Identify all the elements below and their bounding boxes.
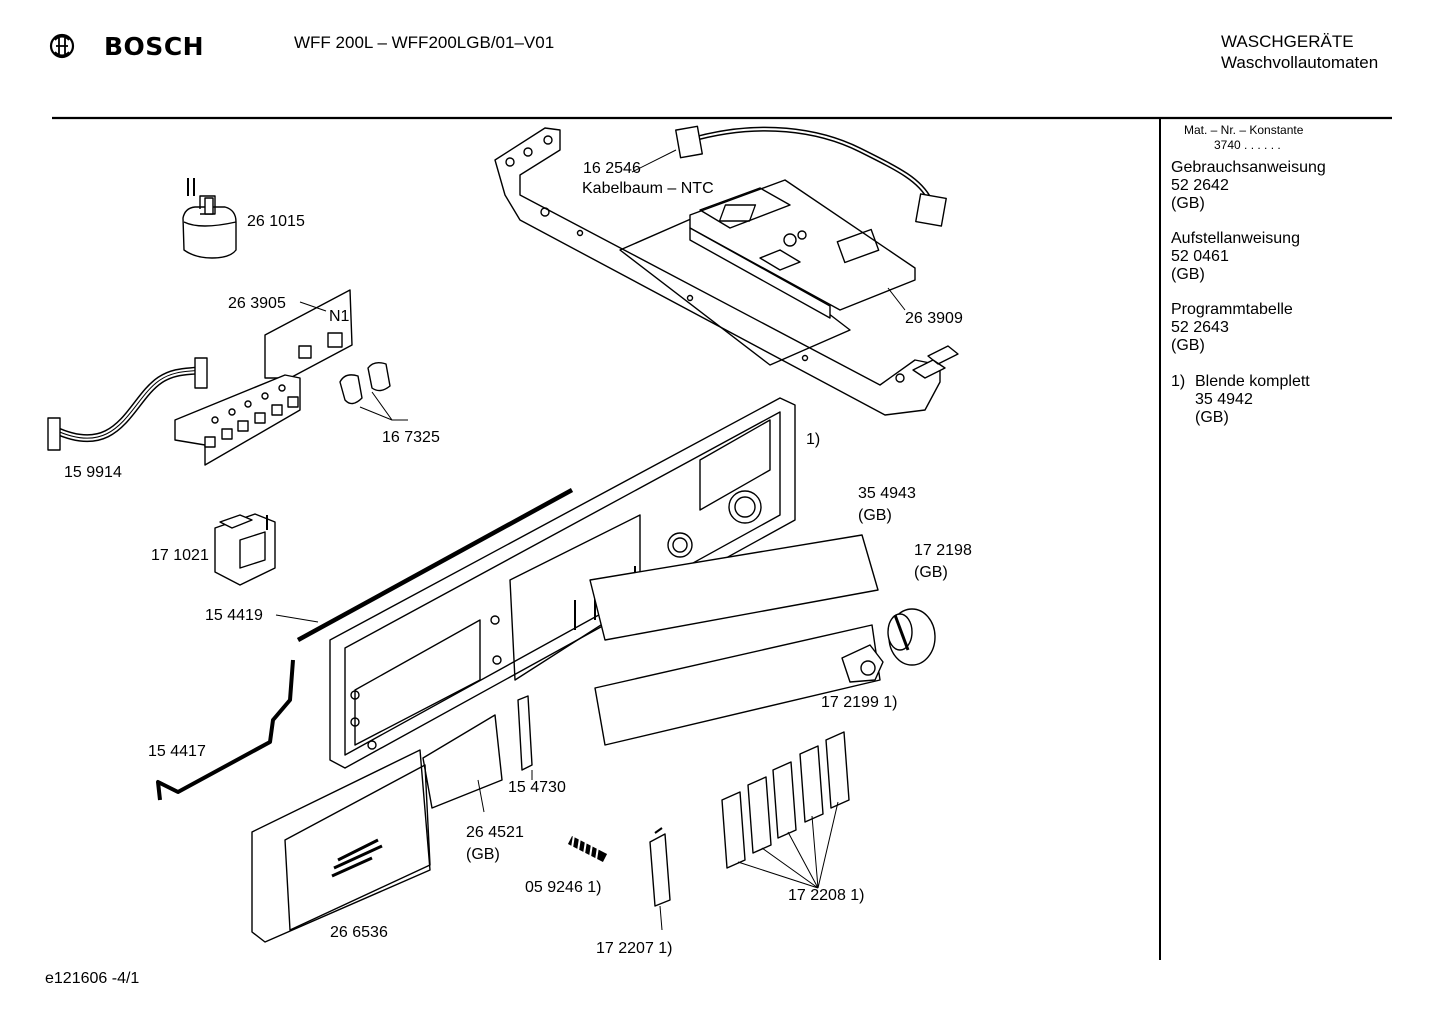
part-label: 15 4730 [508, 779, 566, 796]
part-059246 [567, 834, 608, 863]
part-154419 [296, 488, 574, 642]
part-label: 35 4943 [858, 485, 916, 502]
part-note: (GB) [466, 846, 500, 863]
part-label: 26 1015 [247, 213, 305, 230]
part-172207 [649, 827, 671, 931]
mat-number-header: Mat. – Nr. – Konstante [1184, 123, 1304, 137]
footnote-note: (GB) [1195, 409, 1229, 426]
part-266536 [251, 749, 431, 943]
doc-number: 52 0461 [1171, 248, 1229, 265]
part-154417 [156, 659, 295, 801]
subcategory-title: Waschvollautomaten [1221, 53, 1379, 72]
part-description: Kabelbaum – NTC [582, 180, 714, 197]
footnote-title: Blende komplett [1195, 373, 1310, 390]
doc-note: (GB) [1171, 195, 1205, 212]
doc-note: (GB) [1171, 266, 1205, 283]
drawing-id: e121606 -4/1 [45, 970, 140, 987]
doc-title: Aufstellanweisung [1171, 230, 1300, 247]
part-354943 [589, 534, 879, 641]
model-title: WFF 200L – WFF200LGB/01–V01 [294, 33, 555, 52]
footnote-marker: 1) [1171, 373, 1186, 390]
part-label: 17 2198 [914, 542, 972, 559]
part-263909 [689, 179, 916, 319]
part-label: 17 2199 1) [821, 694, 898, 711]
part-172199 [841, 644, 884, 683]
part-172208 [721, 731, 850, 889]
display-foil [594, 624, 881, 746]
brand-name: BOSCH [104, 32, 205, 61]
part-label: 26 4521 [466, 824, 524, 841]
doc-title: Programmtabelle [1171, 301, 1293, 318]
part-167325 [339, 361, 408, 421]
part-171021 [214, 513, 276, 586]
part-label: 15 4419 [205, 607, 263, 624]
category-title: WASCHGERÄTE [1221, 32, 1354, 51]
part-263905 [174, 289, 353, 466]
part-label: 16 2546 [583, 160, 641, 177]
part-label: 17 2208 1) [788, 887, 865, 904]
part-154730 [517, 695, 533, 771]
bosch-logo-icon [49, 33, 75, 59]
footnote-number: 35 4942 [1195, 391, 1253, 408]
part-label: 05 9246 1) [525, 879, 602, 896]
part-159914 [47, 357, 208, 451]
doc-number: 52 2642 [1171, 177, 1229, 194]
part-264521 [422, 714, 503, 809]
mat-number-value: 3740 . . . . . . [1214, 138, 1281, 152]
part-note: (GB) [914, 564, 948, 581]
part-label: 26 3909 [905, 310, 963, 327]
part-label: 15 4417 [148, 743, 206, 760]
bracket-module-holder [494, 127, 959, 416]
doc-title: Gebrauchsanweisung [1171, 159, 1326, 176]
reference-marker: 1) [806, 431, 821, 448]
part-172198 [887, 608, 936, 666]
part-162546 [631, 125, 947, 227]
part-261015 [182, 178, 237, 259]
component-marker: N1 [329, 308, 350, 325]
doc-number: 52 2643 [1171, 319, 1229, 336]
part-label: 17 1021 [151, 547, 209, 564]
control-panel-fascia [329, 397, 796, 769]
part-label: 26 6536 [330, 924, 388, 941]
part-note: (GB) [858, 507, 892, 524]
part-label: 16 7325 [382, 429, 440, 446]
part-label: 15 9914 [64, 464, 122, 481]
part-label: 17 2207 1) [596, 940, 673, 957]
doc-note: (GB) [1171, 337, 1205, 354]
part-label: 26 3905 [228, 295, 286, 312]
